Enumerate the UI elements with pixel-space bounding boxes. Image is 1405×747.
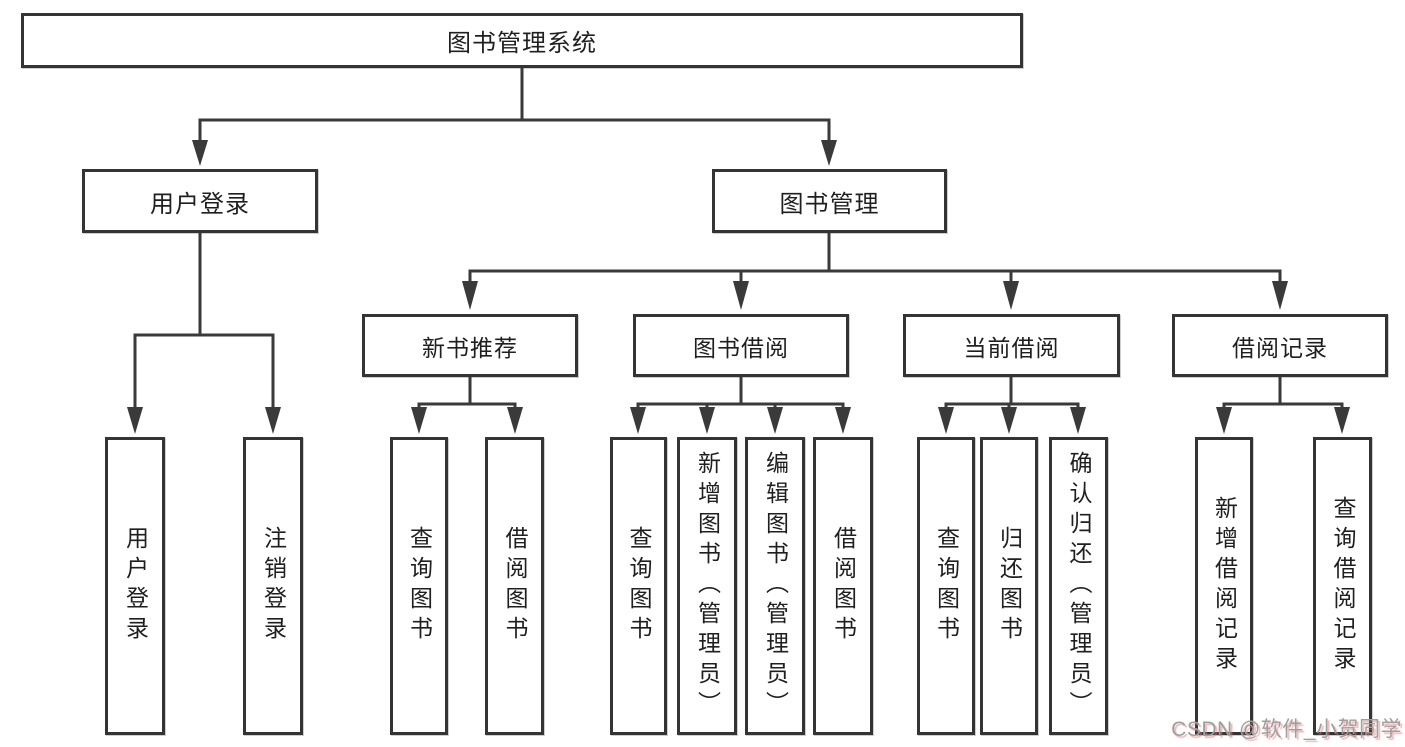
leaf-current-confirm-return-admin: 确认归还（管理员） [1049,437,1108,735]
leaf-records-add-record: 新增借阅记录 [1195,437,1253,735]
node-current-borrow: 当前借阅 [903,314,1120,377]
leaf-borrow-borrow-books: 借阅图书 [813,437,873,735]
arrow-down-icon [127,140,1350,434]
node-borrow-records: 借阅记录 [1172,314,1388,377]
leaf-recommend-borrow-books: 借阅图书 [485,437,544,735]
node-book-management-label: 图书管理 [779,190,880,218]
leaf-current-return-books: 归还图书 [980,437,1038,735]
node-book-borrow: 图书借阅 [633,314,849,377]
leaf-user-login: 用户登录 [105,437,165,735]
leaf-records-query-record: 查询借阅记录 [1313,437,1372,735]
node-book-management: 图书管理 [712,169,947,233]
leaf-borrow-add-books-admin: 新增图书（管理员） [677,437,737,735]
node-root: 图书管理系统 [21,13,1023,68]
node-book-borrow-label: 图书借阅 [693,334,789,361]
node-current-borrow-label: 当前借阅 [963,334,1060,361]
node-new-book-recommend-label: 新书推荐 [422,334,518,361]
node-user-login-label: 用户登录 [150,190,250,218]
node-new-book-recommend: 新书推荐 [362,314,578,377]
node-borrow-records-label: 借阅记录 [1232,334,1328,361]
leaf-current-query-books: 查询图书 [917,437,975,735]
leaf-recommend-query-books: 查询图书 [390,437,448,735]
leaf-borrow-query-books: 查询图书 [610,437,667,735]
csdn-watermark: CSDN @软件_小贺同学 [1171,718,1402,741]
leaf-borrow-edit-books-admin: 编辑图书（管理员） [745,437,805,735]
node-user-login: 用户登录 [82,169,318,233]
leaf-logout: 注销登录 [243,437,303,735]
node-root-label: 图书管理系统 [447,30,597,57]
